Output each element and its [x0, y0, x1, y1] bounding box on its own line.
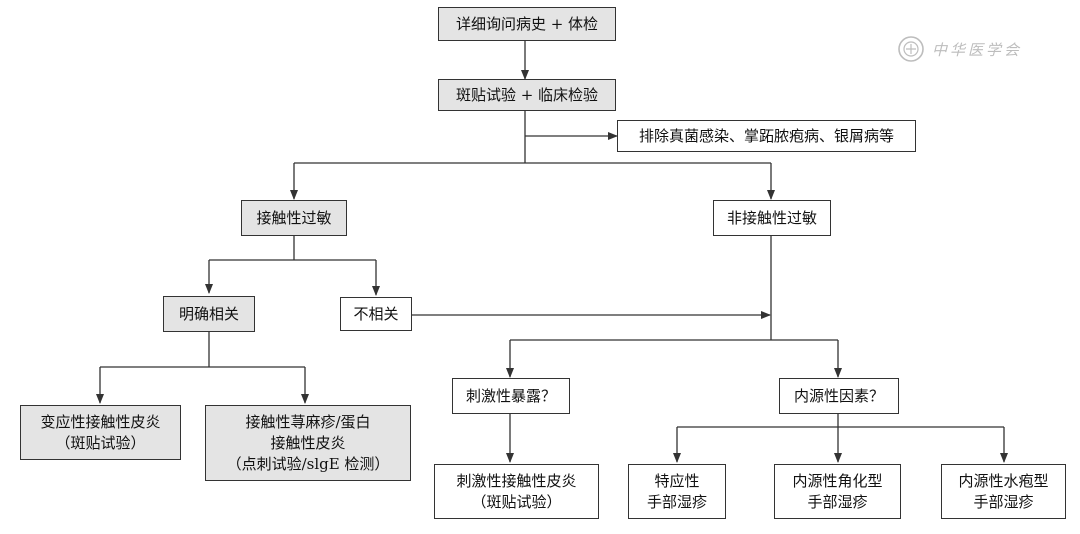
node-not-relevant: 不相关 — [340, 297, 412, 331]
node-patch-test-line1: 斑贴试验 + 临床检验 — [455, 85, 599, 104]
node-noncontact-allergy-line1: 非接触性过敏 — [726, 208, 817, 227]
node-keratotic-line1: 内源性角化型 — [792, 471, 883, 490]
node-exclude: 排除真菌感染、掌跖脓疱病、银屑病等 — [617, 120, 916, 152]
node-atopic-line2: 手部湿疹 — [646, 492, 707, 511]
node-history: 详细询问病史 + 体检 — [438, 7, 616, 41]
node-allergic-line1: 变应性接触性皮炎 — [40, 412, 161, 431]
seal-icon — [898, 36, 924, 62]
node-contact-urticaria: 接触性荨麻疹/蛋白 接触性皮炎 （点刺试验/slgE 检测） — [205, 405, 411, 481]
node-noncontact-allergy: 非接触性过敏 — [713, 200, 831, 236]
node-clearly-relevant-line1: 明确相关 — [178, 304, 239, 323]
node-clearly-relevant: 明确相关 — [163, 296, 255, 332]
node-patch-test: 斑贴试验 + 临床检验 — [438, 79, 616, 111]
node-irritant-contact-dermatitis: 刺激性接触性皮炎 （斑贴试验） — [434, 464, 599, 519]
node-vesicular-line2: 手部湿疹 — [973, 492, 1034, 511]
node-vesicular-hand-eczema: 内源性水疱型 手部湿疹 — [941, 464, 1066, 519]
node-keratotic-line2: 手部湿疹 — [807, 492, 868, 511]
node-allergic-line2: （斑贴试验） — [55, 433, 146, 452]
node-exclude-line1: 排除真菌感染、掌跖脓疱病、银屑病等 — [638, 126, 894, 145]
node-vesicular-line1: 内源性水疱型 — [958, 471, 1049, 490]
node-hyperkeratotic-hand-eczema: 内源性角化型 手部湿疹 — [774, 464, 901, 519]
node-contact-allergy-line1: 接触性过敏 — [256, 208, 332, 227]
node-atopic-line1: 特应性 — [654, 471, 700, 490]
node-irritant-exposure-question: 刺激性暴露？ — [452, 378, 570, 414]
node-allergic-contact-dermatitis: 变应性接触性皮炎 （斑贴试验） — [20, 405, 181, 460]
watermark-text: 中华医学会 — [932, 40, 1023, 59]
node-urticaria-line3: （点刺试验/slgE 检测） — [226, 454, 390, 473]
node-endogenous-question: 内源性因素？ — [779, 378, 899, 414]
node-urticaria-line1: 接触性荨麻疹/蛋白 — [245, 412, 371, 431]
node-atopic-hand-eczema: 特应性 手部湿疹 — [628, 464, 726, 519]
node-contact-allergy: 接触性过敏 — [241, 200, 347, 236]
node-irritant-question-line1: 刺激性暴露？ — [465, 386, 556, 405]
node-history-line1: 详细询问病史 + 体检 — [455, 14, 599, 33]
node-irritant-line2: （斑贴试验） — [471, 492, 562, 511]
node-endogenous-question-line1: 内源性因素？ — [793, 386, 884, 405]
watermark: 中华医学会 — [896, 32, 1046, 66]
node-not-relevant-line1: 不相关 — [353, 304, 399, 323]
node-irritant-line1: 刺激性接触性皮炎 — [456, 471, 577, 490]
node-urticaria-line2: 接触性皮炎 — [270, 433, 346, 452]
